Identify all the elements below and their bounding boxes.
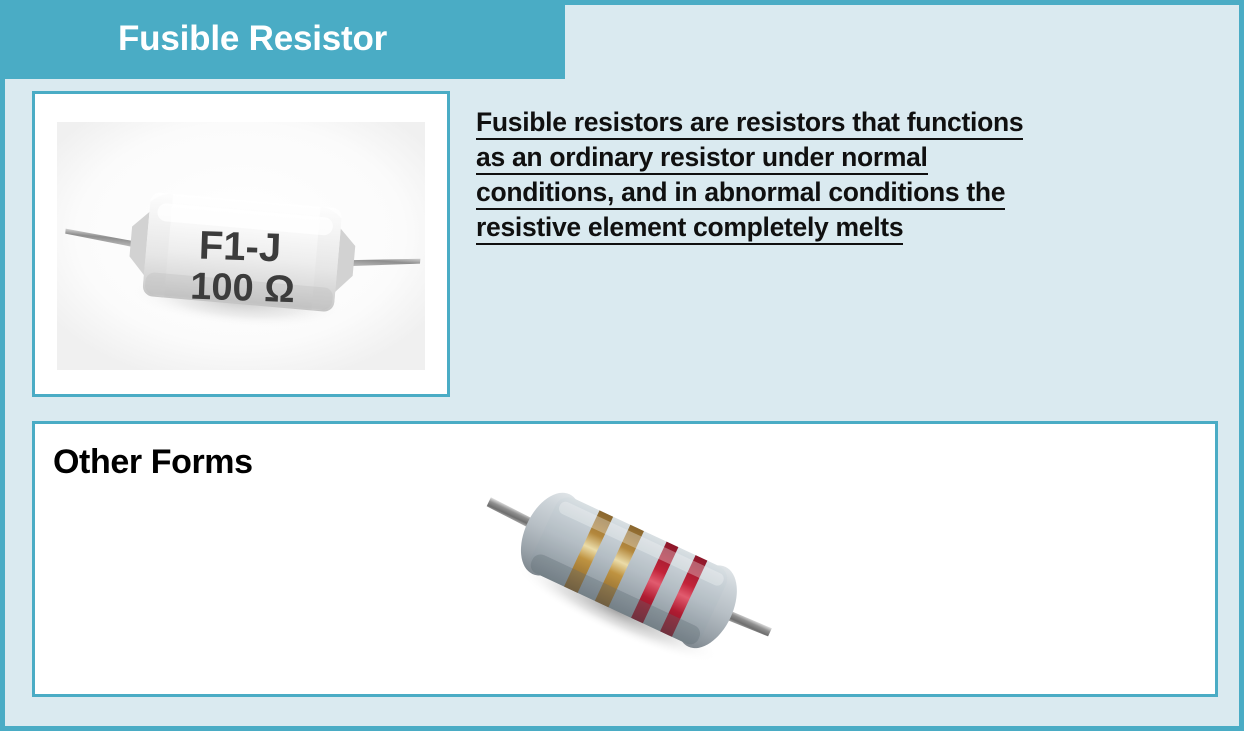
other-forms-panel: Other Forms (32, 421, 1218, 697)
description-line-4: resistive element completely melts (476, 210, 1176, 245)
fusible-resistor-photo-panel: F1-J 100 Ω (32, 91, 450, 397)
band-1-gold (564, 510, 614, 593)
resistor-marking-line2: 100 Ω (190, 266, 296, 312)
description-line-3: conditions, and in abnormal conditions t… (476, 175, 1176, 210)
fusible-resistor-photo: F1-J 100 Ω (35, 94, 447, 394)
other-forms-heading: Other Forms (53, 443, 253, 481)
color-band-resistor-photo-wrap (465, 444, 791, 694)
color-band-resistor-photo (465, 444, 791, 694)
resistor-marking-line1: F1-J (198, 224, 282, 271)
band-3-red (631, 541, 679, 624)
band-2-gold (594, 524, 644, 608)
band-4-red (660, 555, 708, 637)
page-title: Fusible Resistor (118, 19, 388, 58)
title-bar: Fusible Resistor (0, 0, 565, 79)
description-line-1: Fusible resistors are resistors that fun… (476, 105, 1176, 140)
description-line-2: as an ordinary resistor under normal (476, 140, 1176, 175)
description-text: Fusible resistors are resistors that fun… (476, 105, 1176, 245)
